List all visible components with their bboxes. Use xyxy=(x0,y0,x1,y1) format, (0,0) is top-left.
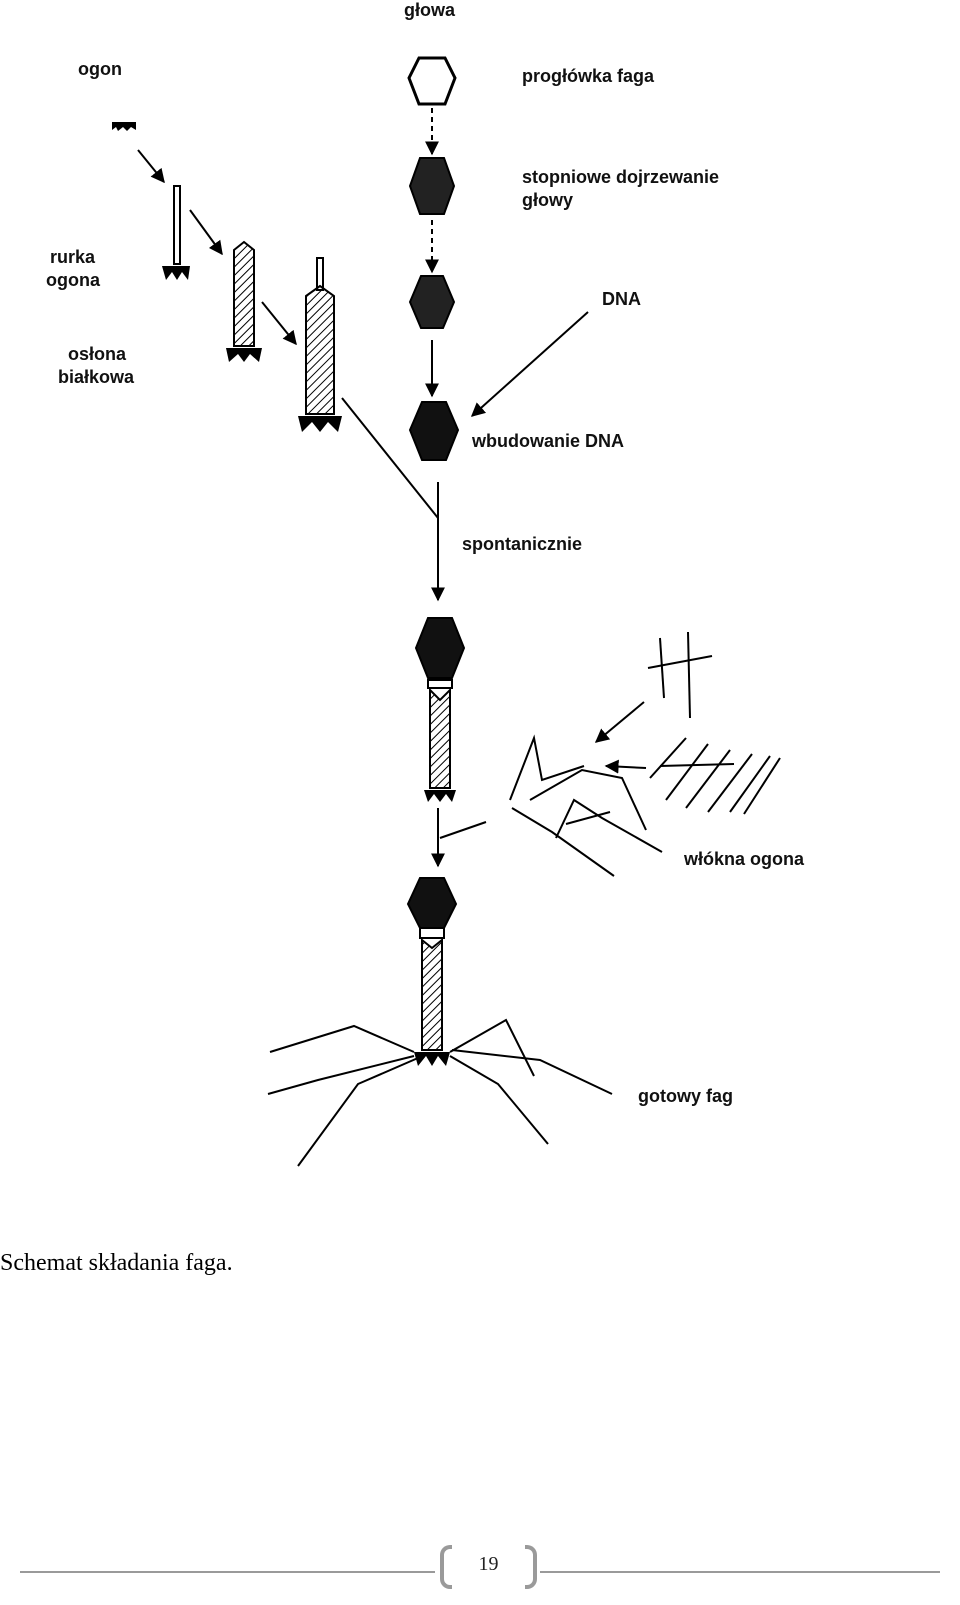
footer-divider-left xyxy=(20,1571,435,1573)
baseplate-shape xyxy=(424,790,456,802)
collar-shape xyxy=(419,927,445,939)
label-dna: DNA xyxy=(602,289,641,309)
label-tail-tube-line1: rurka xyxy=(50,247,96,267)
label-maturation-line2: głowy xyxy=(522,190,573,210)
label-sheath-line2: białkowa xyxy=(58,367,135,387)
footer-divider-right xyxy=(540,1571,940,1573)
arrow-to-long-tail xyxy=(261,301,297,346)
filled-head-shape xyxy=(408,401,460,461)
head-shape xyxy=(414,617,466,679)
label-maturation-line1: stopniowe dojrzewanie xyxy=(522,167,719,187)
tail-assembly xyxy=(112,122,439,519)
fibre-arrow-2 xyxy=(604,759,647,774)
footer-bracket-left xyxy=(440,1545,452,1589)
sheath-shape xyxy=(421,937,443,1051)
tail-tube-shape xyxy=(162,185,190,280)
fibre-join-line xyxy=(439,821,487,839)
maturing-head-2-shape xyxy=(408,275,456,329)
phage-assembly-diagram: głowa ogon progłówka faga stopniowe dojr… xyxy=(46,0,805,1167)
tail-join-line xyxy=(341,397,439,519)
label-sheath-line1: osłona xyxy=(68,344,127,364)
label-prohead: progłówka faga xyxy=(522,66,655,86)
label-head: głowa xyxy=(404,0,456,20)
page-number: 19 xyxy=(478,1553,499,1575)
label-tail-tube-line2: ogona xyxy=(46,270,101,290)
arrow-to-sheath xyxy=(189,209,223,256)
label-spontaneous: spontanicznie xyxy=(462,534,582,554)
baseplate-shape xyxy=(414,1052,450,1066)
phage-without-fibres xyxy=(414,617,487,868)
fibre-arrow-1 xyxy=(594,701,645,743)
prohead-shape xyxy=(407,56,457,106)
label-tail: ogon xyxy=(78,59,122,79)
tail-fibres-attached xyxy=(267,1018,613,1167)
footer-bracket-right xyxy=(525,1545,537,1589)
collar-shape xyxy=(427,679,453,689)
tail-fibres xyxy=(509,631,781,877)
head-shape xyxy=(406,877,458,929)
long-tail-shape xyxy=(298,257,342,432)
figure-caption: Schemat składania faga. xyxy=(0,1250,233,1276)
baseplate-shape xyxy=(112,122,136,131)
dna-arrow xyxy=(470,311,589,417)
maturing-head-1-shape xyxy=(408,157,456,215)
sheath-tail-shape xyxy=(226,240,262,362)
finished-phage xyxy=(267,877,613,1167)
label-tail-fibres: włókna ogona xyxy=(683,849,805,869)
label-finished-phage: gotowy fag xyxy=(638,1086,733,1106)
page-footer: 19 xyxy=(0,1545,960,1605)
head-assembly xyxy=(407,56,589,602)
label-dna-insertion: wbudowanie DNA xyxy=(471,431,624,451)
arrow-to-tube xyxy=(137,149,165,184)
sheath-shape xyxy=(429,687,451,789)
